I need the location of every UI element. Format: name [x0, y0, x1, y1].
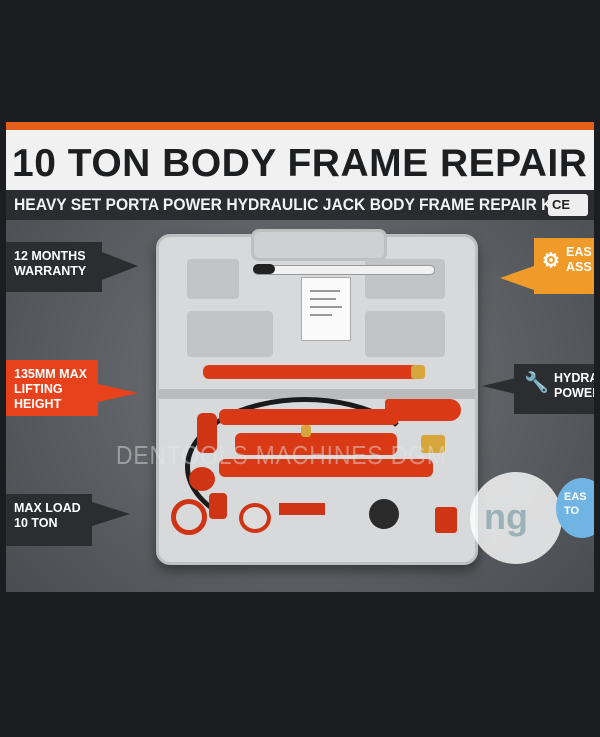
warranty-callout: 12 MONTHS WARRANTY — [6, 242, 102, 292]
ram-base — [197, 413, 217, 453]
tool-case — [156, 229, 478, 565]
callout-pointer — [500, 266, 534, 290]
serrated-saddle — [435, 507, 457, 533]
ce-mark: CE — [552, 197, 571, 212]
gear-icon: ⚙ — [542, 250, 560, 272]
marketplace-badge: ng — [470, 472, 562, 564]
callout-line: MAX LOAD — [14, 501, 81, 515]
callout-line: POWER — [554, 386, 594, 400]
hydraulic-power-callout: 🔧 HYDRAU POWER — [514, 364, 594, 414]
wrench-icon: 🔧 — [524, 372, 549, 394]
watermark: DENTOOLS MACHINES DGM — [116, 440, 447, 470]
case-handle — [251, 229, 387, 261]
callout-pointer — [98, 384, 138, 402]
case-compartment — [365, 311, 445, 357]
callout-line: EAS — [564, 491, 587, 503]
ring-adapter — [171, 499, 207, 535]
callout-line: ASS — [566, 260, 592, 274]
subtitle-bar: HEAVY SET PORTA POWER HYDRAULIC JACK BOD… — [6, 190, 594, 220]
hose-coupler — [421, 435, 445, 453]
callout-line: TO — [564, 505, 580, 517]
callout-line: HYDRAU — [554, 371, 594, 385]
handle-grip — [253, 264, 275, 274]
product-subtitle: HEAVY SET PORTA POWER HYDRAULIC JACK BOD… — [14, 195, 567, 214]
hydraulic-pump — [235, 433, 397, 455]
callout-line: EAS — [566, 245, 592, 259]
callout-pointer — [92, 502, 130, 526]
spreader-wedge — [385, 399, 461, 421]
case-compartment — [187, 311, 273, 357]
tube-coupler — [411, 365, 425, 379]
rubber-pad — [369, 499, 399, 529]
flat-base — [279, 503, 325, 515]
badge-text: ng — [484, 496, 528, 537]
easy-to-use-badge: EAS TO — [556, 478, 594, 538]
product-banner: 10 TON BODY FRAME REPAIR KI HEAVY SET PO… — [6, 122, 594, 592]
instruction-manual — [301, 277, 351, 341]
case-compartment — [187, 259, 239, 299]
callout-line: HEIGHT — [14, 397, 62, 411]
plunger-toe — [239, 503, 271, 533]
v-base-adapter — [209, 493, 227, 519]
accent-stripe — [6, 122, 594, 130]
callout-line: WARRANTY — [14, 264, 87, 278]
hydraulic-hose — [185, 397, 425, 537]
certification-icons: CE — [548, 194, 588, 216]
extension-tube — [219, 459, 433, 477]
callout-pointer — [482, 378, 516, 394]
lifting-height-callout: 135MM MAX LIFTING HEIGHT — [6, 360, 98, 416]
banner-header: 10 TON BODY FRAME REPAIR KI HEAVY SET PO… — [6, 130, 594, 220]
callout-line: 10 TON — [14, 516, 58, 530]
max-load-callout: MAX LOAD 10 TON — [6, 494, 92, 546]
rubber-head — [189, 467, 215, 491]
case-hinge — [159, 389, 475, 399]
pump-handle-bar — [253, 265, 435, 275]
extension-tube — [203, 365, 425, 379]
callout-line: 12 MONTHS — [14, 249, 86, 263]
hydraulic-ram — [219, 409, 399, 425]
easy-assembly-callout: ⚙ EAS ASS — [534, 238, 594, 294]
callout-line: LIFTING — [14, 382, 63, 396]
product-title: 10 TON BODY FRAME REPAIR KI — [12, 142, 594, 185]
pump-valve — [301, 425, 311, 437]
callout-pointer — [102, 252, 138, 280]
callout-line: 135MM MAX — [14, 367, 87, 381]
